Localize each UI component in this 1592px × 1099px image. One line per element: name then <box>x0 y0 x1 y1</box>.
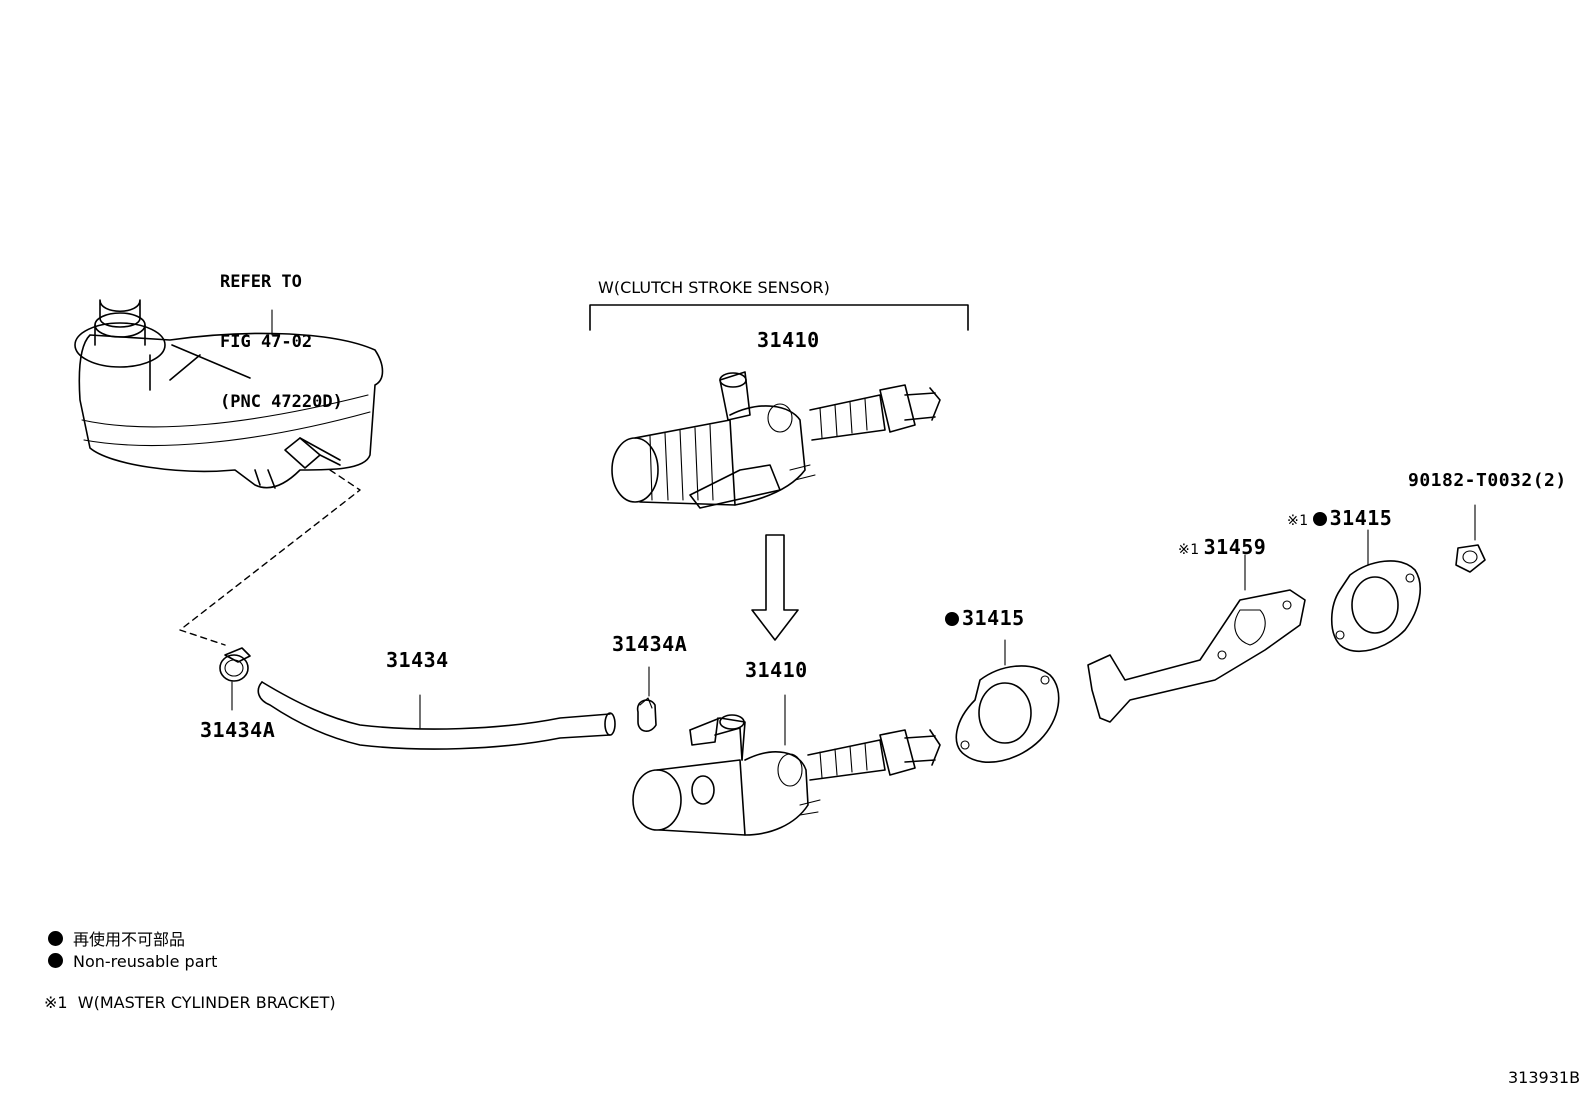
reference-note: REFER TO FIG 47-02 (PNC 47220D) <box>220 232 343 452</box>
down-arrow-icon <box>751 534 799 641</box>
callout-hose: 31434 <box>386 648 449 672</box>
callout-master-cylinder-sensor: 31410 <box>757 328 820 352</box>
reference-line-3: (PNC 47220D) <box>220 392 343 412</box>
bracket-drawing <box>1087 554 1306 723</box>
callout-gasket-right: ※1 31415 <box>1287 506 1392 530</box>
callout-nut: 90182-T0032(2) <box>1408 470 1567 491</box>
legend-jp-text: 再使用不可部品 <box>73 930 186 949</box>
callout-gasket-mid-number: 31415 <box>962 606 1025 630</box>
gasket-mid-drawing <box>955 639 1060 763</box>
callout-clamp-right: 31434A <box>612 632 688 656</box>
hose-drawing <box>257 681 616 750</box>
callout-clamp-left: 31434A <box>200 718 276 742</box>
clamp-left-drawing <box>219 647 251 711</box>
nut-drawing <box>1455 504 1486 573</box>
figure-id: 313931B <box>1508 1068 1581 1087</box>
non-reusable-dot-icon <box>48 931 63 946</box>
callout-gasket-right-number: 31415 <box>1329 506 1393 530</box>
note-mark: ※1 <box>1287 513 1309 529</box>
callout-bracket-number: 31459 <box>1203 535 1267 559</box>
callout-gasket-mid: 31415 <box>945 606 1025 630</box>
legend-note: ※1 W(MASTER CYLINDER BRACKET) <box>44 993 336 1012</box>
reference-line-1: REFER TO <box>220 272 302 292</box>
non-reusable-dot-icon <box>945 612 959 626</box>
legend-en-text: Non-reusable part <box>73 952 218 971</box>
reference-line-2: FIG 47-02 <box>220 332 313 352</box>
non-reusable-dot-icon <box>48 953 63 968</box>
master-cylinder-drawing <box>632 694 941 836</box>
non-reusable-dot-icon <box>1312 512 1327 526</box>
variant-header: W(CLUTCH STROKE SENSOR) <box>598 278 830 297</box>
clamp-right-drawing <box>636 666 657 732</box>
master-cylinder-with-sensor-drawing <box>589 304 969 509</box>
legend-en: Non-reusable part <box>48 952 217 971</box>
dashed-connection-line <box>179 469 361 646</box>
note-mark: ※1 <box>1178 542 1200 558</box>
legend-jp: 再使用不可部品 <box>48 926 185 950</box>
gasket-right-drawing <box>1330 529 1421 653</box>
reservoir-tank-drawing <box>74 299 384 489</box>
callout-master-cylinder: 31410 <box>745 658 808 682</box>
